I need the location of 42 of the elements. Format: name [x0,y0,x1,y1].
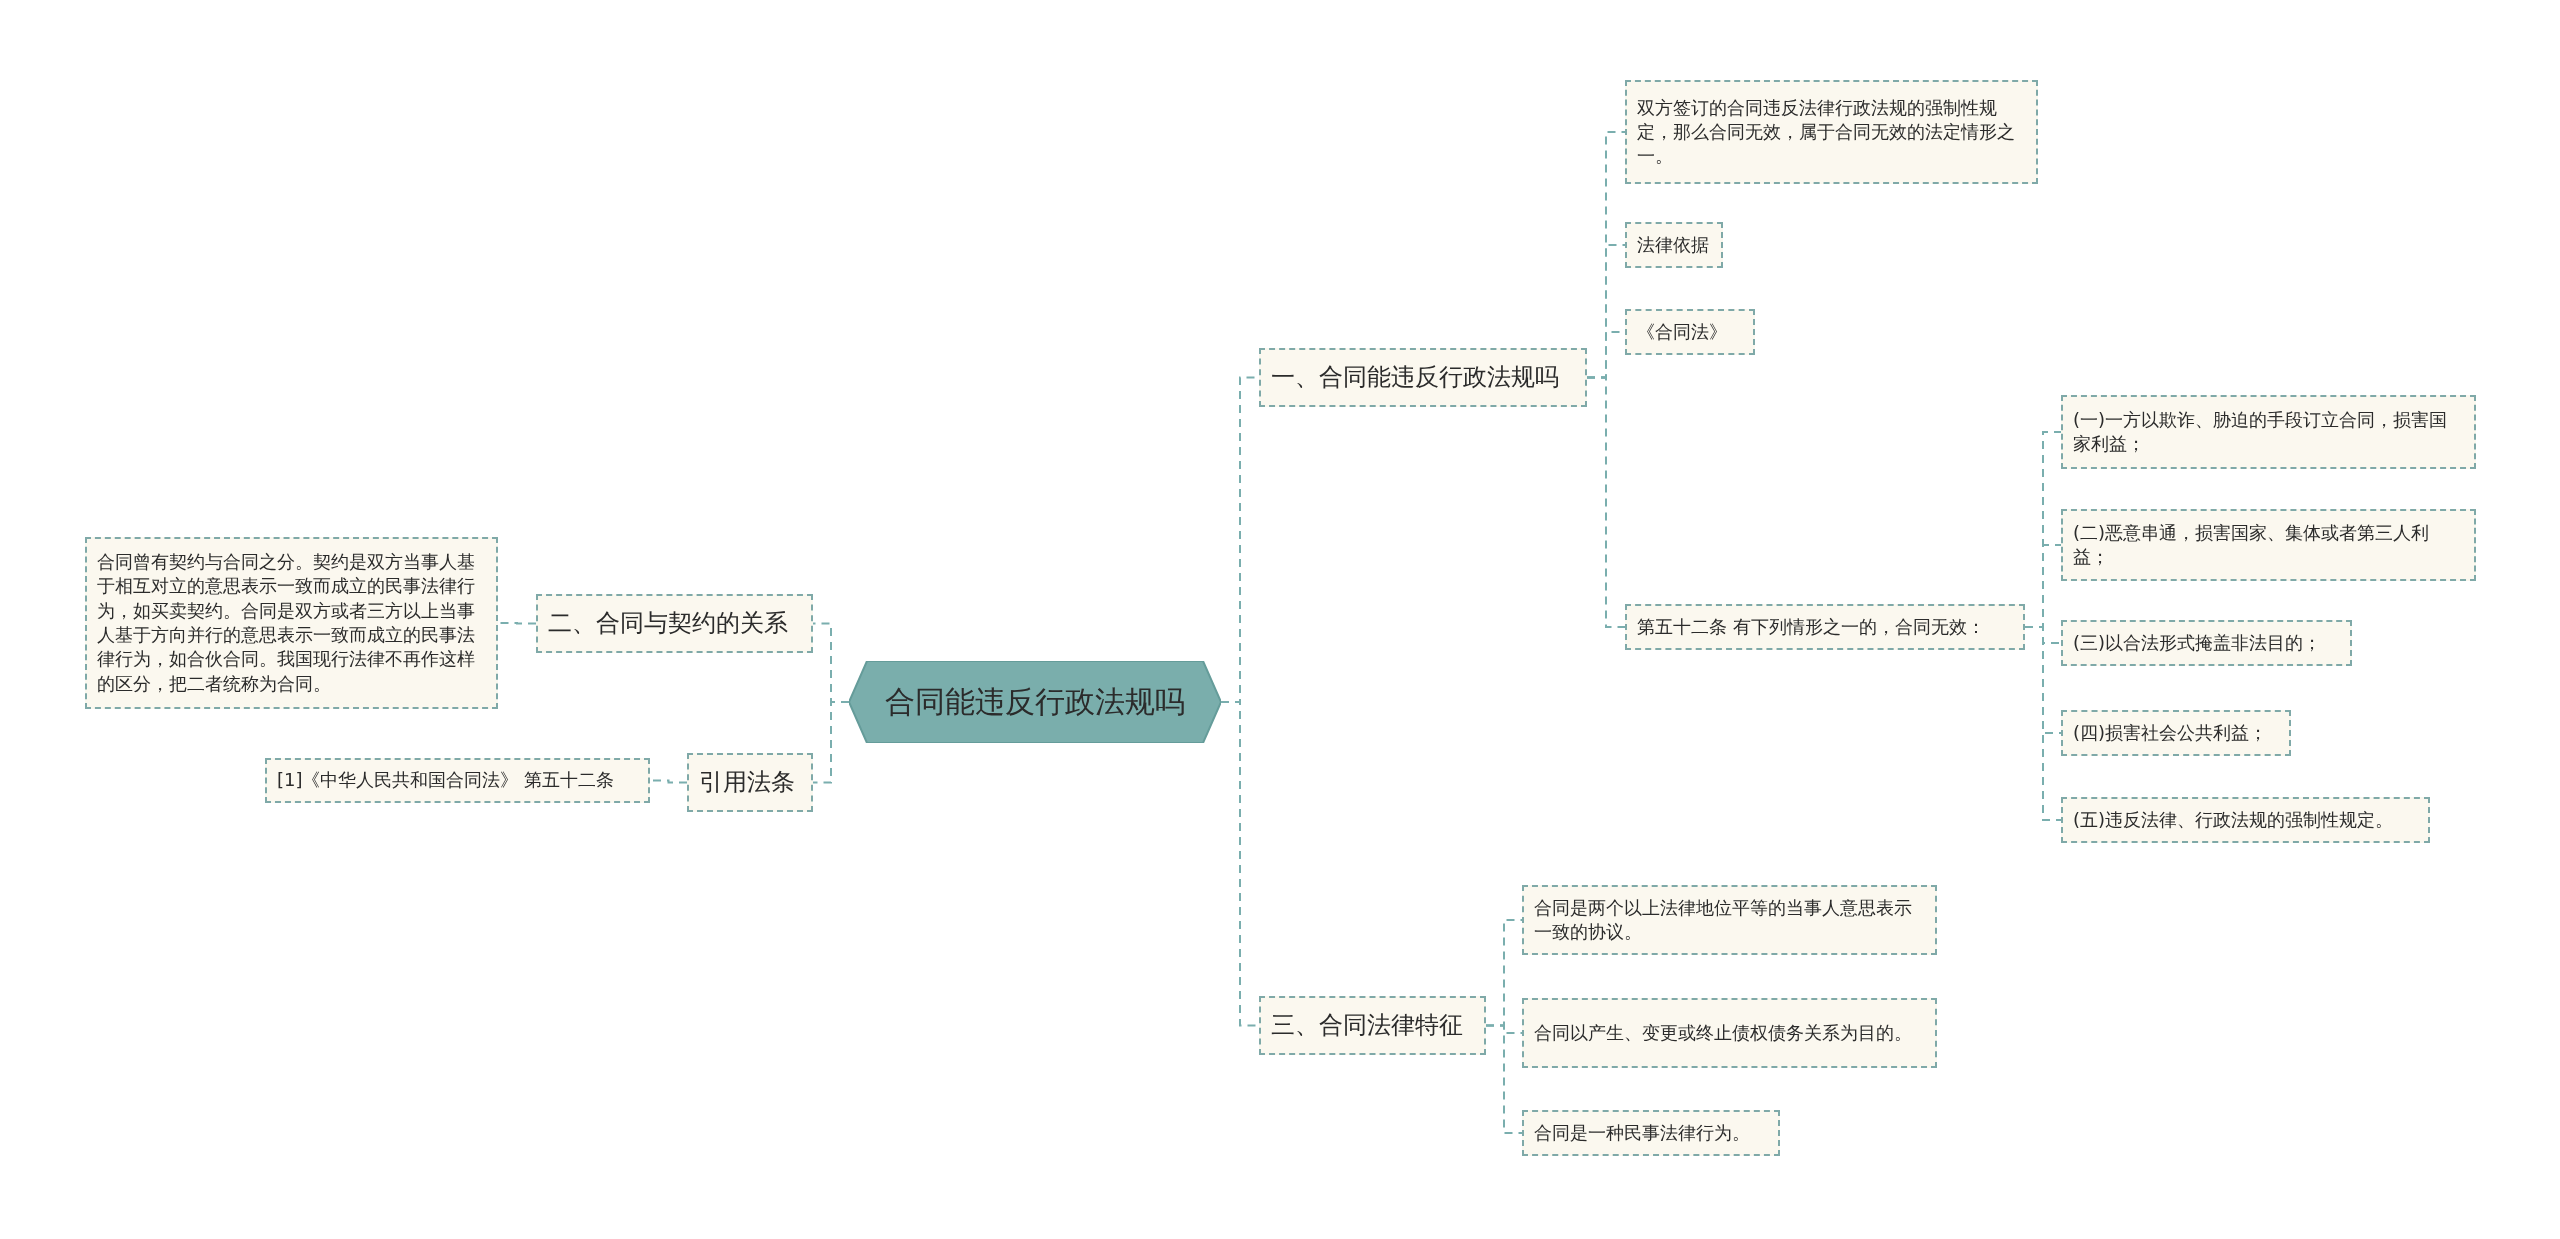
subtopic-box [1625,309,1755,355]
topic-text: 双方签订的合同违反法律行政法规的强制性规定，那么合同无效，属于合同无效的法定情形之一。 [1637,95,2016,169]
topic-box [1259,348,1587,407]
subtopic-box [1625,222,1723,268]
topic-text: 合同以产生、变更或终止债权债务关系为目的。 [1534,1020,1912,1045]
topic-text: 合同是两个以上法律地位平等的当事人意思表示一致的协议。 [1534,895,1913,944]
topic-text: 三、合同法律特征 [1271,1010,1463,1042]
topic-box [687,753,813,812]
subtopic-box [2061,620,2352,666]
topic-text: 二、合同与契约的关系 [548,608,788,640]
topic-text: 第五十二条 有下列情形之一的，合同无效： [1637,614,1985,639]
topic-text: (四)损害社会公共利益； [2073,720,2268,745]
subtopic-box [2061,509,2476,581]
subtopic-box [1522,998,1937,1068]
topic-text: 合同曾有契约与合同之分。契约是双方当事人基于相互对立的意思表示一致而成立的民事法律行为，如买卖契约。合同是双方或者三方以上当事人基于方向并行的意思表示一致而成立的民事法律行为，如合伙合同。我国现行法律不再作这样的区分，把二者统称为合同。 [97,550,476,696]
central-topic-text: 合同能违反行政法规吗 [885,682,1185,721]
topic-box [536,594,813,653]
topic-text: 《合同法》 [1637,319,1727,344]
central-topic-hexagon [849,661,1221,743]
topic-text: [1]《中华人民共和国合同法》 第五十二条 [277,768,615,793]
subtopic-box [1522,885,1937,955]
connector-line [812,701,850,784]
subtopic-box [1625,604,2025,650]
topic-text: (二)恶意串通，损害国家、集体或者第三人利益； [2073,520,2431,569]
connector-line [2024,626,2062,821]
topic-box [1259,996,1486,1055]
topic-text: 一、合同能违反行政法规吗 [1271,362,1559,394]
topic-text: 合同是一种民事法律行为。 [1534,1120,1750,1145]
subtopic-box [85,537,498,709]
topic-text: (五)违反法律、行政法规的强制性规定。 [2073,807,2394,832]
subtopic-box [2061,710,2291,756]
subtopic-box [2061,797,2430,843]
subtopic-box [1522,1110,1780,1156]
subtopic-box [1625,80,2038,184]
topic-text: (三)以合法形式掩盖非法目的； [2073,630,2322,655]
subtopic-box [265,758,650,803]
topic-text: (一)一方以欺诈、胁迫的手段订立合同，损害国家利益； [2073,407,2449,456]
topic-text: 法律依据 [1637,232,1709,257]
connector-line [1485,1024,1523,1134]
subtopic-box [2061,395,2476,469]
connector-line [1586,376,1626,628]
topic-text: 引用法条 [699,767,795,799]
